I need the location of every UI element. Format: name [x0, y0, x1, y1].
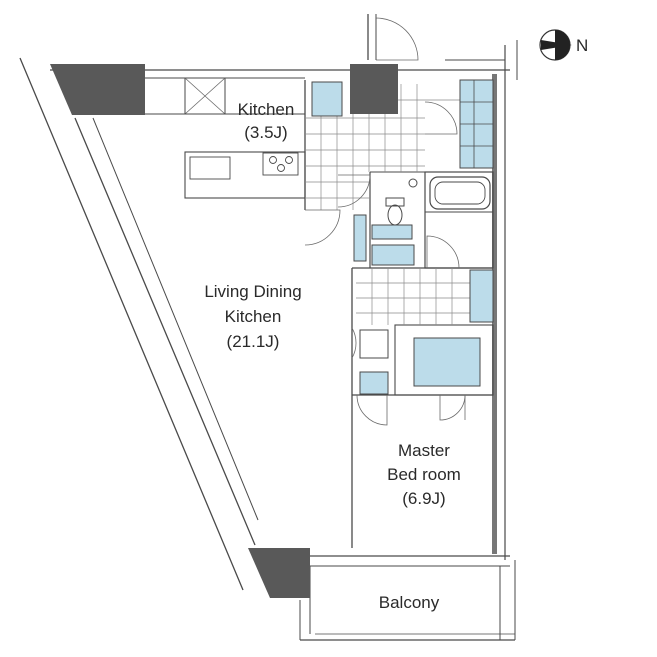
hall-cabinet [469, 269, 494, 323]
kitchen-name: Kitchen [238, 100, 295, 119]
room-labels: Kitchen (3.5J) Living Dining Kitchen (21… [204, 100, 461, 612]
fixtures [311, 79, 494, 395]
ldk-name-line1: Living Dining [204, 282, 301, 301]
master-name-line2: Bed room [387, 465, 461, 484]
tile-grid-hall [356, 268, 470, 325]
master-name-line1: Master [398, 441, 450, 460]
washbasin [371, 244, 415, 266]
toilet [385, 178, 418, 226]
compass-north-arrow: N [539, 29, 588, 61]
balcony-name: Balcony [379, 593, 440, 612]
compass-label: N [576, 36, 588, 55]
master-size: (6.9J) [402, 489, 445, 508]
interior-partitions [145, 77, 494, 548]
fridge [311, 81, 343, 117]
structural-columns [50, 64, 398, 598]
washing-machine-pan [359, 329, 389, 359]
column-southwest [248, 548, 310, 598]
column-northwest [50, 64, 145, 115]
bathtub [429, 176, 491, 210]
kitchen-size: (3.5J) [244, 123, 287, 142]
perimeter-walls [19, 14, 518, 641]
walk-in-closet [413, 337, 481, 387]
door-swings [304, 17, 466, 426]
ldk-name-line2: Kitchen [225, 307, 282, 326]
tile-grid-entry [305, 84, 460, 210]
column-north [350, 64, 398, 114]
ldk-size: (21.1J) [227, 332, 280, 351]
linen-shelf [353, 214, 367, 262]
bedroom-shelf [359, 371, 389, 395]
wc-counter [371, 224, 413, 240]
